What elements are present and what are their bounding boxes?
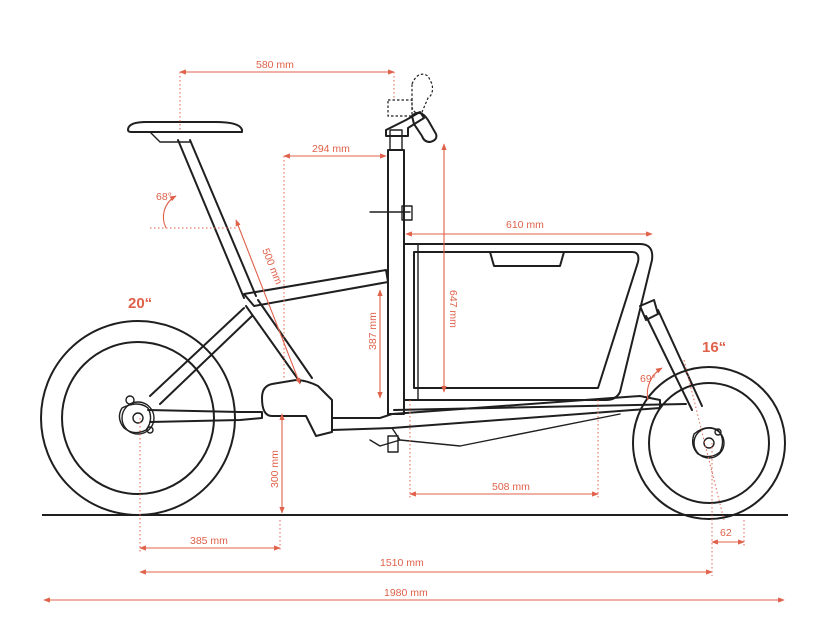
dim-trail: 62 <box>720 527 732 539</box>
dim-overall-length: 1980 mm <box>384 587 428 599</box>
dimension-lines <box>43 69 785 603</box>
rear-wheel <box>40 320 236 516</box>
angle-head-tube: 69° <box>640 373 656 385</box>
dim-standover-height: 387 mm <box>367 312 379 350</box>
dim-rear-to-bb: 385 mm <box>190 535 228 547</box>
dim-box-length: 610 mm <box>506 219 544 231</box>
bike-frame <box>147 139 687 453</box>
dim-bottom-bracket-height: 300 mm <box>269 450 281 488</box>
dim-box-height: 647 mm <box>447 290 459 328</box>
angle-seat-tube: 68° <box>156 191 172 203</box>
front-wheel <box>632 366 786 520</box>
cargo-box <box>403 243 654 401</box>
rear-wheel-size: 20“ <box>128 295 152 312</box>
dim-seat-tube-length: 500 mm <box>259 247 284 287</box>
saddle <box>127 121 243 143</box>
dim-stem-reach: 294 mm <box>312 143 350 155</box>
dim-wheelbase: 1510 mm <box>380 557 424 569</box>
front-fork <box>639 299 703 411</box>
front-wheel-size: 16“ <box>702 339 726 356</box>
dim-box-floor-length: 508 mm <box>492 481 530 493</box>
dim-handlebar-reach: 580 mm <box>256 59 294 71</box>
steerer-and-handlebar <box>369 73 438 415</box>
